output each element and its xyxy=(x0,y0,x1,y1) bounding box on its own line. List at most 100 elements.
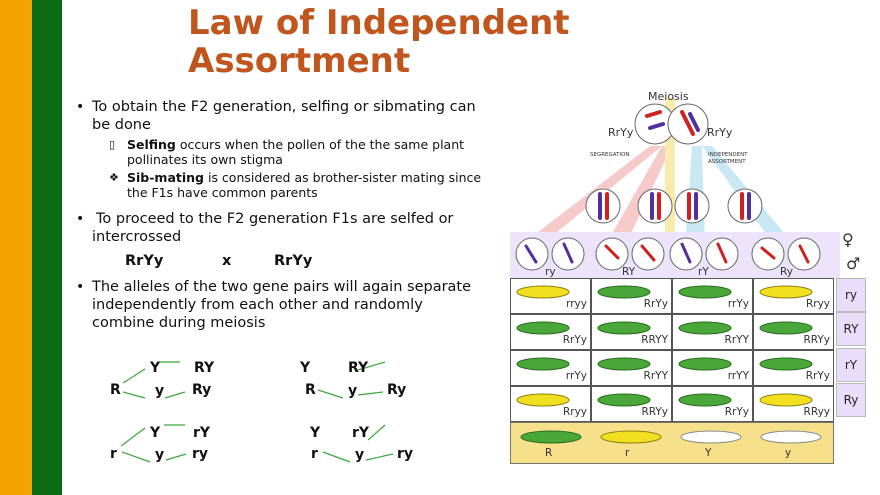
pea-pod-icon xyxy=(678,357,732,371)
side-label: ry xyxy=(836,278,866,312)
genotype-label: RrYy xyxy=(562,334,587,346)
gamete-label: rY xyxy=(698,266,709,278)
gamete-top: RY xyxy=(348,360,369,376)
diamond-marker-icon: ❖ xyxy=(109,171,119,184)
genotype-label: RRYY xyxy=(641,334,668,346)
cross-op: x xyxy=(222,253,232,269)
genotype-label: RrYY xyxy=(643,370,668,382)
pea-pod-icon xyxy=(516,357,570,371)
pea-pod-icon xyxy=(597,321,651,335)
allele-bottom: y xyxy=(155,383,165,399)
bullet-text: To proceed to the F2 generation F1s are … xyxy=(92,211,454,245)
male-symbol: ♂ xyxy=(846,254,861,273)
punnett-cell: RRyy xyxy=(753,386,834,422)
genotype-label: rrYy xyxy=(565,370,587,382)
punnett-cell: RrYY xyxy=(591,350,672,386)
phenotype-label: R xyxy=(545,447,553,459)
sub-bullet-bold: Sib-mating xyxy=(127,170,204,185)
bullet-dot-icon: • xyxy=(76,211,85,227)
allele-parent: r xyxy=(311,446,318,462)
pea-pod-icon xyxy=(678,321,732,335)
cross-right: RrYy xyxy=(274,253,313,269)
genotype-label: Rryy xyxy=(805,298,830,310)
punnett-cell: RRYY xyxy=(591,314,672,350)
phenotype-label: Y xyxy=(705,447,712,459)
side-label: RY xyxy=(836,312,866,346)
allele-parent: R xyxy=(110,382,121,398)
punnett-cell: Rryy xyxy=(510,386,591,422)
genotype-label: RrYY xyxy=(724,334,749,346)
allele-parent: R xyxy=(305,382,316,398)
allele-bottom: y xyxy=(355,447,365,463)
assortment-note: INDEPENDENT ASSORTMENT xyxy=(708,152,748,165)
gamete-top: rY xyxy=(352,425,370,441)
pea-pod-icon xyxy=(516,321,570,335)
pea-pod-icon xyxy=(516,285,570,299)
punnett-cell: RrYY xyxy=(672,314,753,350)
gamete-label: RY xyxy=(622,266,636,278)
gamete-top: rY xyxy=(193,425,211,441)
bullet-alleles: • The alleles of the two gene pairs will… xyxy=(76,278,487,332)
pea-pod-icon xyxy=(516,393,570,407)
cross-left: RrYy xyxy=(125,253,164,269)
genotype-label: RRyy xyxy=(803,406,830,418)
sub-bullet-selfing: ▯ Selfing occurs when the pollen of the … xyxy=(109,137,487,167)
punnett-cell: rrYy xyxy=(672,278,753,314)
pea-pod-icon xyxy=(597,393,651,407)
allele-top: Y xyxy=(150,360,161,376)
pea-pod-icon xyxy=(597,357,651,371)
meiosis-punnett-figure: Meiosis RrYy RrYy SEGREGATION INDEPENDEN… xyxy=(500,86,870,470)
punnett-cell: RRYy xyxy=(753,314,834,350)
meiosis-heading: Meiosis xyxy=(648,90,689,103)
parent-right-label: RrYy xyxy=(707,126,733,139)
phenotype-label: r xyxy=(625,447,630,459)
gamete-bottom: Ry xyxy=(192,382,212,398)
bullet-intercross: • To proceed to the F2 generation F1s ar… xyxy=(76,210,492,246)
punnett-cell: RrYy xyxy=(591,278,672,314)
phenotype-label: y xyxy=(785,447,792,459)
side-label: Ry xyxy=(836,383,866,417)
slide-title: Law of Independent Assortment xyxy=(188,3,570,81)
box-marker-icon: ▯ xyxy=(109,138,116,151)
punnett-cell: RRYy xyxy=(591,386,672,422)
punnett-cell: rrYY xyxy=(672,350,753,386)
genotype-label: RRYy xyxy=(641,406,668,418)
allele-top: Y xyxy=(300,360,311,376)
pea-pod-icon xyxy=(759,357,813,371)
gamete-top: RY xyxy=(194,360,215,376)
genotype-label: RrYy xyxy=(805,370,830,382)
bullet-text: To obtain the F2 generation, selfing or … xyxy=(92,99,476,133)
sub-bullet-bold: Selfing xyxy=(127,137,176,152)
allele-bottom: y xyxy=(348,383,358,399)
bullet-dot-icon: • xyxy=(76,99,85,115)
punnett-cell: rryy xyxy=(510,278,591,314)
gamete-label: ry xyxy=(545,266,556,278)
pea-pod-icon xyxy=(759,393,813,407)
pea-pod-icon xyxy=(597,285,651,299)
sub-bullet-text: is considered as brother-sister mating s… xyxy=(127,170,482,200)
pea-pod-icon xyxy=(759,285,813,299)
genotype-label: RRYy xyxy=(803,334,830,346)
genotype-label: RrYy xyxy=(724,406,749,418)
punnett-cell: RrYy xyxy=(753,350,834,386)
side-label: rY xyxy=(836,348,866,382)
gamete-bottom: Ry xyxy=(387,382,407,398)
punnett-cell: RrYy xyxy=(672,386,753,422)
punnett-cell: Rryy xyxy=(753,278,834,314)
allele-top: Y xyxy=(150,425,161,441)
sub-bullet-sibmating: ❖ Sib-mating is considered as brother-si… xyxy=(109,170,492,200)
phenotype-row: R r Y y xyxy=(510,422,834,464)
pea-pod-icon xyxy=(678,393,732,407)
genotype-label: Rryy xyxy=(562,406,587,418)
bullet-dot-icon: • xyxy=(76,279,85,295)
gamete-bottom: ry xyxy=(192,446,209,462)
gamete-label: Ry xyxy=(780,266,793,278)
genotype-label: rrYy xyxy=(727,298,749,310)
pea-pod-icon xyxy=(759,321,813,335)
allele-bottom: y xyxy=(155,447,165,463)
sub-bullet-text: occurs when the pollen of the the same p… xyxy=(127,137,465,167)
segregation-note: SEGREGATION xyxy=(590,152,630,158)
bullet-f2-generation: • To obtain the F2 generation, selfing o… xyxy=(76,98,487,134)
genotype-label: RrYy xyxy=(643,298,668,310)
